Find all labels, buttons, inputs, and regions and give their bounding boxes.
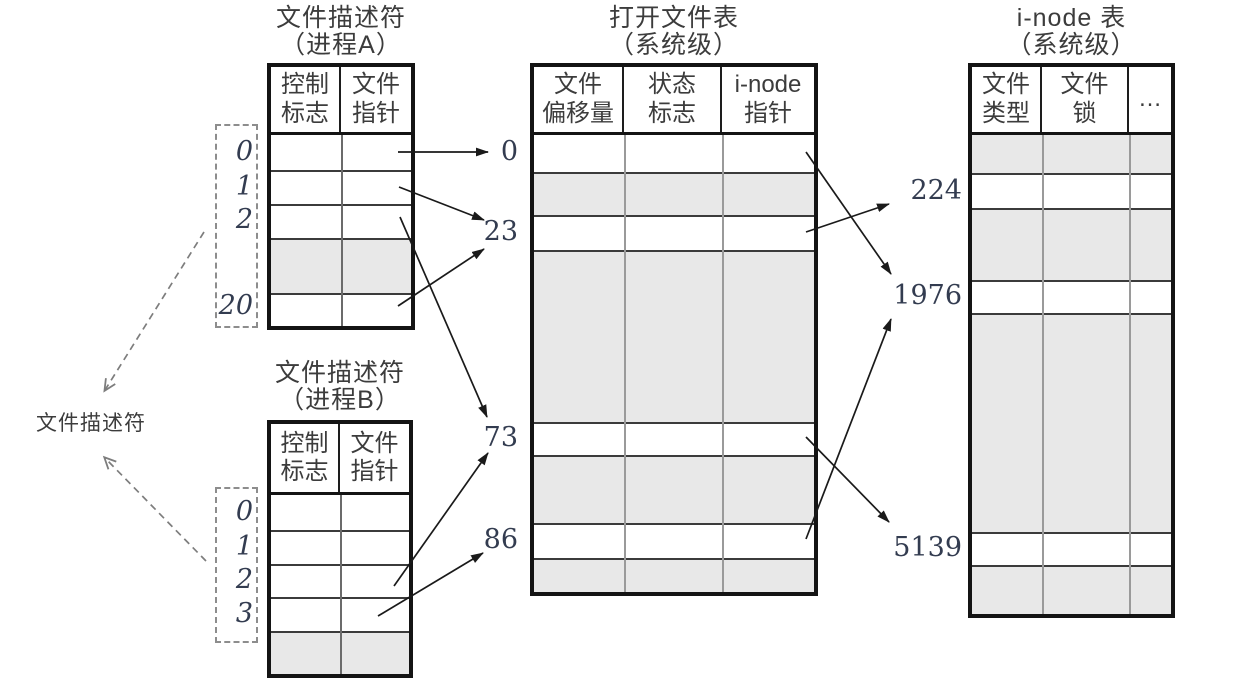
oft-column-divider-2 [722, 135, 724, 592]
fd-a-index-2: 2 [235, 204, 253, 235]
oft-row-gap-4 [534, 558, 814, 592]
inode-label-1976: 1976 [893, 280, 962, 311]
fd-b-index-0: 0 [235, 496, 253, 527]
fd-table-a-col-control-flags: 控制 标志 [271, 67, 341, 132]
inode-row-gap-3 [972, 313, 1171, 532]
fd-table-b-title-line1: 文件描述符 [274, 359, 405, 387]
oft-entry-label-0: 0 [500, 136, 518, 167]
open-file-table-title: 打开文件表 （系统级） [530, 5, 818, 59]
fd-table-b-title-line2: （进程B） [279, 386, 401, 414]
oft-col-file-offset: 文件 偏移量 [534, 67, 624, 132]
fd-a-index-0: 0 [235, 136, 253, 167]
inode-row-gap-4 [972, 565, 1171, 614]
inode-row-1976 [972, 280, 1171, 313]
open-file-table: 文件 偏移量 状态 标志 i-node 指针 [530, 63, 818, 596]
fd-table-b-title: 文件描述符 （进程B） [265, 360, 415, 414]
fd-table-b-column-divider [340, 495, 342, 674]
oft-row-gap-1 [534, 172, 814, 215]
fd-b-range-bracket [215, 487, 258, 643]
inode-row-gap-1 [972, 135, 1171, 173]
oft-column-divider-1 [624, 135, 626, 592]
file-descriptor-side-label: 文件描述符 [36, 412, 146, 435]
inode-col-file-type: 文件 类型 [972, 67, 1042, 132]
fd-a-range-bracket [215, 124, 258, 328]
oft-row-73 [534, 422, 814, 455]
fd-table-a-column-divider [341, 135, 343, 326]
inode-col-file-lock: 文件 锁 [1042, 67, 1129, 132]
fd-table-a-title: 文件描述符 （进程A） [267, 5, 415, 59]
oft-col-inode-pointer: i-node 指针 [734, 71, 802, 127]
fd-table-b-body [271, 495, 409, 674]
fd-table-a-title-line1: 文件描述符 [275, 4, 406, 32]
arrow-open-file-entry-86-to-inode-1976 [805, 318, 892, 540]
oft-entry-label-86: 86 [483, 524, 518, 555]
arrow-procB-fd-bracket-to-side-label [102, 455, 207, 562]
open-file-table-title-line1: 打开文件表 [608, 4, 739, 32]
inode-table-title-line2: （系统级） [1006, 31, 1137, 59]
fd-a-index-1: 1 [235, 171, 253, 202]
arrow-open-file-entry-0-to-inode-1976 [805, 151, 892, 275]
oft-entry-label-23: 23 [483, 216, 518, 247]
fd-table-a-col-file-pointer: 文件 指针 [352, 71, 400, 127]
inode-table-title: i-node 表 （系统级） [968, 5, 1175, 59]
inode-table-header: 文件 类型 文件 锁 … [972, 67, 1171, 135]
fd-table-b-col-control-flags: 控制 标志 [271, 424, 340, 492]
fd-table-a-body [271, 135, 411, 326]
inode-column-divider-1 [1042, 135, 1044, 614]
arrow-procA-fd-bracket-to-side-label [103, 231, 205, 393]
fd-table-b-header: 控制 标志 文件 指针 [271, 424, 409, 495]
inode-table: 文件 类型 文件 锁 … [968, 63, 1175, 618]
inode-label-224: 224 [910, 175, 962, 206]
fd-b-index-1: 1 [235, 531, 253, 562]
open-file-table-title-line2: （系统级） [608, 31, 739, 59]
oft-row-23 [534, 215, 814, 250]
inode-table-body [972, 135, 1171, 614]
oft-row-86 [534, 523, 814, 558]
fd-table-a: 控制 标志 文件 指针 [267, 63, 415, 330]
oft-row-0 [534, 135, 814, 172]
inode-column-divider-2 [1129, 135, 1131, 614]
fd-a-index-20: 20 [218, 290, 253, 321]
inode-row-5139 [972, 532, 1171, 565]
fd-b-index-3: 3 [235, 598, 253, 629]
inode-label-5139: 5139 [893, 532, 962, 563]
arrow-open-file-entry-23-to-inode-224 [805, 203, 890, 233]
oft-entry-label-73: 73 [483, 422, 518, 453]
fd-table-b: 控制 标志 文件 指针 [267, 420, 413, 678]
oft-col-status-flags: 状态 标志 [624, 67, 722, 132]
inode-row-gap-2 [972, 208, 1171, 280]
open-file-table-header: 文件 偏移量 状态 标志 i-node 指针 [534, 67, 814, 135]
fd-table-b-col-file-pointer: 文件 指针 [350, 429, 399, 485]
fd-b-index-2: 2 [235, 564, 253, 595]
inode-row-224 [972, 173, 1171, 208]
arrow-open-file-entry-73-to-inode-5139 [805, 436, 890, 523]
oft-row-gap-3 [534, 455, 814, 523]
open-file-table-body [534, 135, 814, 592]
oft-row-gap-2 [534, 250, 814, 422]
fd-table-a-title-line2: （进程A） [280, 31, 402, 59]
inode-table-title-line1: i-node 表 [1016, 4, 1127, 32]
inode-col-ellipsis: … [1138, 85, 1162, 113]
fd-table-a-header: 控制 标志 文件 指针 [271, 67, 411, 135]
